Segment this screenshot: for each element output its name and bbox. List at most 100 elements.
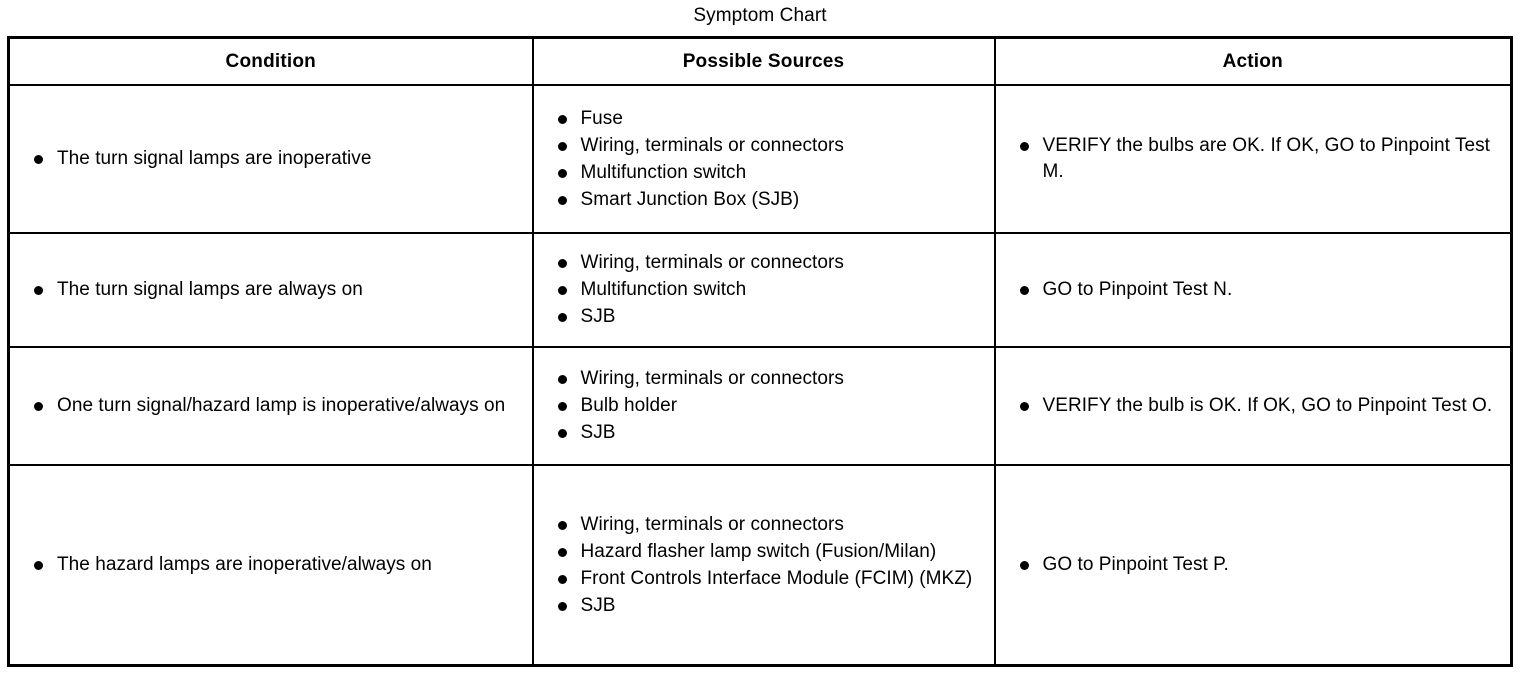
list-item: Wiring, terminals or connectors: [550, 133, 980, 159]
bullet-icon: [34, 155, 43, 164]
cell-action: VERIFY the bulb is OK. If OK, GO to Pinp…: [993, 346, 1513, 466]
list-item-label: SJB: [580, 594, 616, 616]
cell-possible-sources: Wiring, terminals or connectors Bulb hol…: [531, 346, 996, 466]
bullet-icon: [557, 402, 567, 411]
cell-possible-sources: Wiring, terminals or connectors Hazard f…: [531, 464, 996, 667]
list-item-label: Front Controls Interface Module (FCIM) (…: [580, 567, 973, 589]
list-item-label: GO to Pinpoint Test N.: [1042, 279, 1233, 300]
cell-condition: The turn signal lamps are inoperative: [7, 84, 534, 234]
bullet-icon: [557, 168, 567, 178]
list-item: GO to Pinpoint Test P.: [1012, 552, 1497, 578]
list-item: SJB: [550, 420, 980, 446]
table-header: Condition Possible Sources Action: [7, 36, 1513, 86]
page-title: Symptom Chart: [693, 5, 827, 26]
bullet-icon: [557, 375, 567, 384]
list-item-label: Multifunction switch: [580, 161, 747, 183]
table-header-row: Condition Possible Sources Action: [7, 36, 1513, 86]
list-item: VERIFY the bulbs are OK. If OK, GO to Pi…: [1012, 133, 1497, 185]
list-item-label: VERIFY the bulb is OK. If OK, GO to Pinp…: [1042, 395, 1493, 416]
list-item: The turn signal lamps are inoperative: [26, 146, 518, 172]
list-item-label: Smart Junction Box (SJB): [580, 188, 800, 210]
bullet-icon: [557, 601, 567, 611]
column-header-action: Action: [993, 36, 1513, 86]
list-item-label: Bulb holder: [580, 395, 678, 416]
bullet-icon: [557, 195, 567, 205]
list-item: GO to Pinpoint Test N.: [1012, 277, 1497, 303]
sources-list: Wiring, terminals or connectors Hazard f…: [550, 512, 980, 619]
list-item-label: GO to Pinpoint Test P.: [1042, 554, 1229, 575]
bullet-icon: [557, 313, 567, 322]
list-item: One turn signal/hazard lamp is inoperati…: [26, 393, 518, 419]
list-item-label: Wiring, terminals or connectors: [580, 513, 844, 535]
bullet-icon: [1019, 142, 1029, 151]
list-item: Fuse: [550, 106, 980, 132]
list-item: Hazard flasher lamp switch (Fusion/Milan…: [550, 539, 980, 565]
bullet-icon: [557, 141, 567, 151]
list-item-label: Wiring, terminals or connectors: [580, 368, 844, 389]
list-item: The turn signal lamps are always on: [26, 277, 518, 303]
sources-list: Wiring, terminals or connectors Multifun…: [550, 250, 980, 330]
cell-possible-sources: Fuse Wiring, terminals or connectors Mul…: [531, 84, 996, 234]
list-item-label: VERIFY the bulbs are OK. If OK, GO to Pi…: [1042, 135, 1491, 182]
condition-list: The turn signal lamps are always on: [26, 277, 518, 303]
sources-list: Wiring, terminals or connectors Bulb hol…: [550, 366, 980, 446]
bullet-icon: [34, 561, 43, 570]
action-list: VERIFY the bulbs are OK. If OK, GO to Pi…: [1012, 133, 1497, 185]
list-item-label: One turn signal/hazard lamp is inoperati…: [57, 395, 506, 416]
list-item: Bulb holder: [550, 393, 980, 419]
bullet-icon: [34, 286, 43, 295]
bullet-icon: [1019, 561, 1029, 570]
cell-condition: One turn signal/hazard lamp is inoperati…: [7, 346, 534, 466]
list-item: SJB: [550, 593, 980, 619]
list-item: Multifunction switch: [550, 160, 980, 186]
list-item: VERIFY the bulb is OK. If OK, GO to Pinp…: [1012, 393, 1497, 419]
sources-list: Fuse Wiring, terminals or connectors Mul…: [550, 106, 980, 213]
cell-condition: The hazard lamps are inoperative/always …: [7, 464, 534, 667]
list-item-label: The turn signal lamps are inoperative: [57, 148, 372, 169]
column-header-condition: Condition: [7, 36, 534, 86]
bullet-icon: [34, 402, 43, 411]
table-body: The turn signal lamps are inoperative Fu…: [7, 84, 1513, 667]
bullet-icon: [557, 114, 567, 124]
bullet-icon: [557, 520, 567, 530]
table-row: The turn signal lamps are inoperative Fu…: [7, 84, 1513, 234]
bullet-icon: [1019, 286, 1029, 295]
table-row: The hazard lamps are inoperative/always …: [7, 464, 1513, 667]
cell-possible-sources: Wiring, terminals or connectors Multifun…: [531, 232, 996, 348]
list-item: Smart Junction Box (SJB): [550, 187, 980, 213]
bullet-icon: [557, 574, 567, 584]
list-item-label: SJB: [580, 422, 616, 443]
list-item: SJB: [550, 304, 980, 330]
list-item: Front Controls Interface Module (FCIM) (…: [550, 566, 980, 592]
action-list: VERIFY the bulb is OK. If OK, GO to Pinp…: [1012, 393, 1497, 419]
condition-list: The hazard lamps are inoperative/always …: [26, 552, 518, 578]
bullet-icon: [1019, 402, 1029, 411]
list-item-label: The turn signal lamps are always on: [57, 279, 363, 300]
list-item: Wiring, terminals or connectors: [550, 250, 980, 276]
action-list: GO to Pinpoint Test N.: [1012, 277, 1497, 303]
column-header-possible-sources: Possible Sources: [531, 36, 996, 86]
bullet-icon: [557, 429, 567, 438]
list-item-label: Wiring, terminals or connectors: [580, 252, 844, 273]
condition-list: One turn signal/hazard lamp is inoperati…: [26, 393, 518, 419]
list-item-label: SJB: [580, 306, 616, 327]
list-item-label: Hazard flasher lamp switch (Fusion/Milan…: [580, 540, 937, 562]
list-item-label: The hazard lamps are inoperative/always …: [57, 554, 432, 575]
list-item-label: Multifunction switch: [580, 279, 747, 300]
list-item: Wiring, terminals or connectors: [550, 512, 980, 538]
cell-condition: The turn signal lamps are always on: [7, 232, 534, 348]
cell-action: VERIFY the bulbs are OK. If OK, GO to Pi…: [993, 84, 1513, 234]
table-row: One turn signal/hazard lamp is inoperati…: [7, 346, 1513, 466]
table-row: The turn signal lamps are always on Wiri…: [7, 232, 1513, 348]
bullet-icon: [557, 547, 567, 557]
bullet-icon: [557, 286, 567, 295]
list-item: Wiring, terminals or connectors: [550, 366, 980, 392]
action-list: GO to Pinpoint Test P.: [1012, 552, 1497, 578]
list-item-label: Wiring, terminals or connectors: [580, 134, 844, 156]
condition-list: The turn signal lamps are inoperative: [26, 146, 518, 172]
list-item: The hazard lamps are inoperative/always …: [26, 552, 518, 578]
list-item: Multifunction switch: [550, 277, 980, 303]
cell-action: GO to Pinpoint Test N.: [993, 232, 1513, 348]
bullet-icon: [557, 259, 567, 268]
